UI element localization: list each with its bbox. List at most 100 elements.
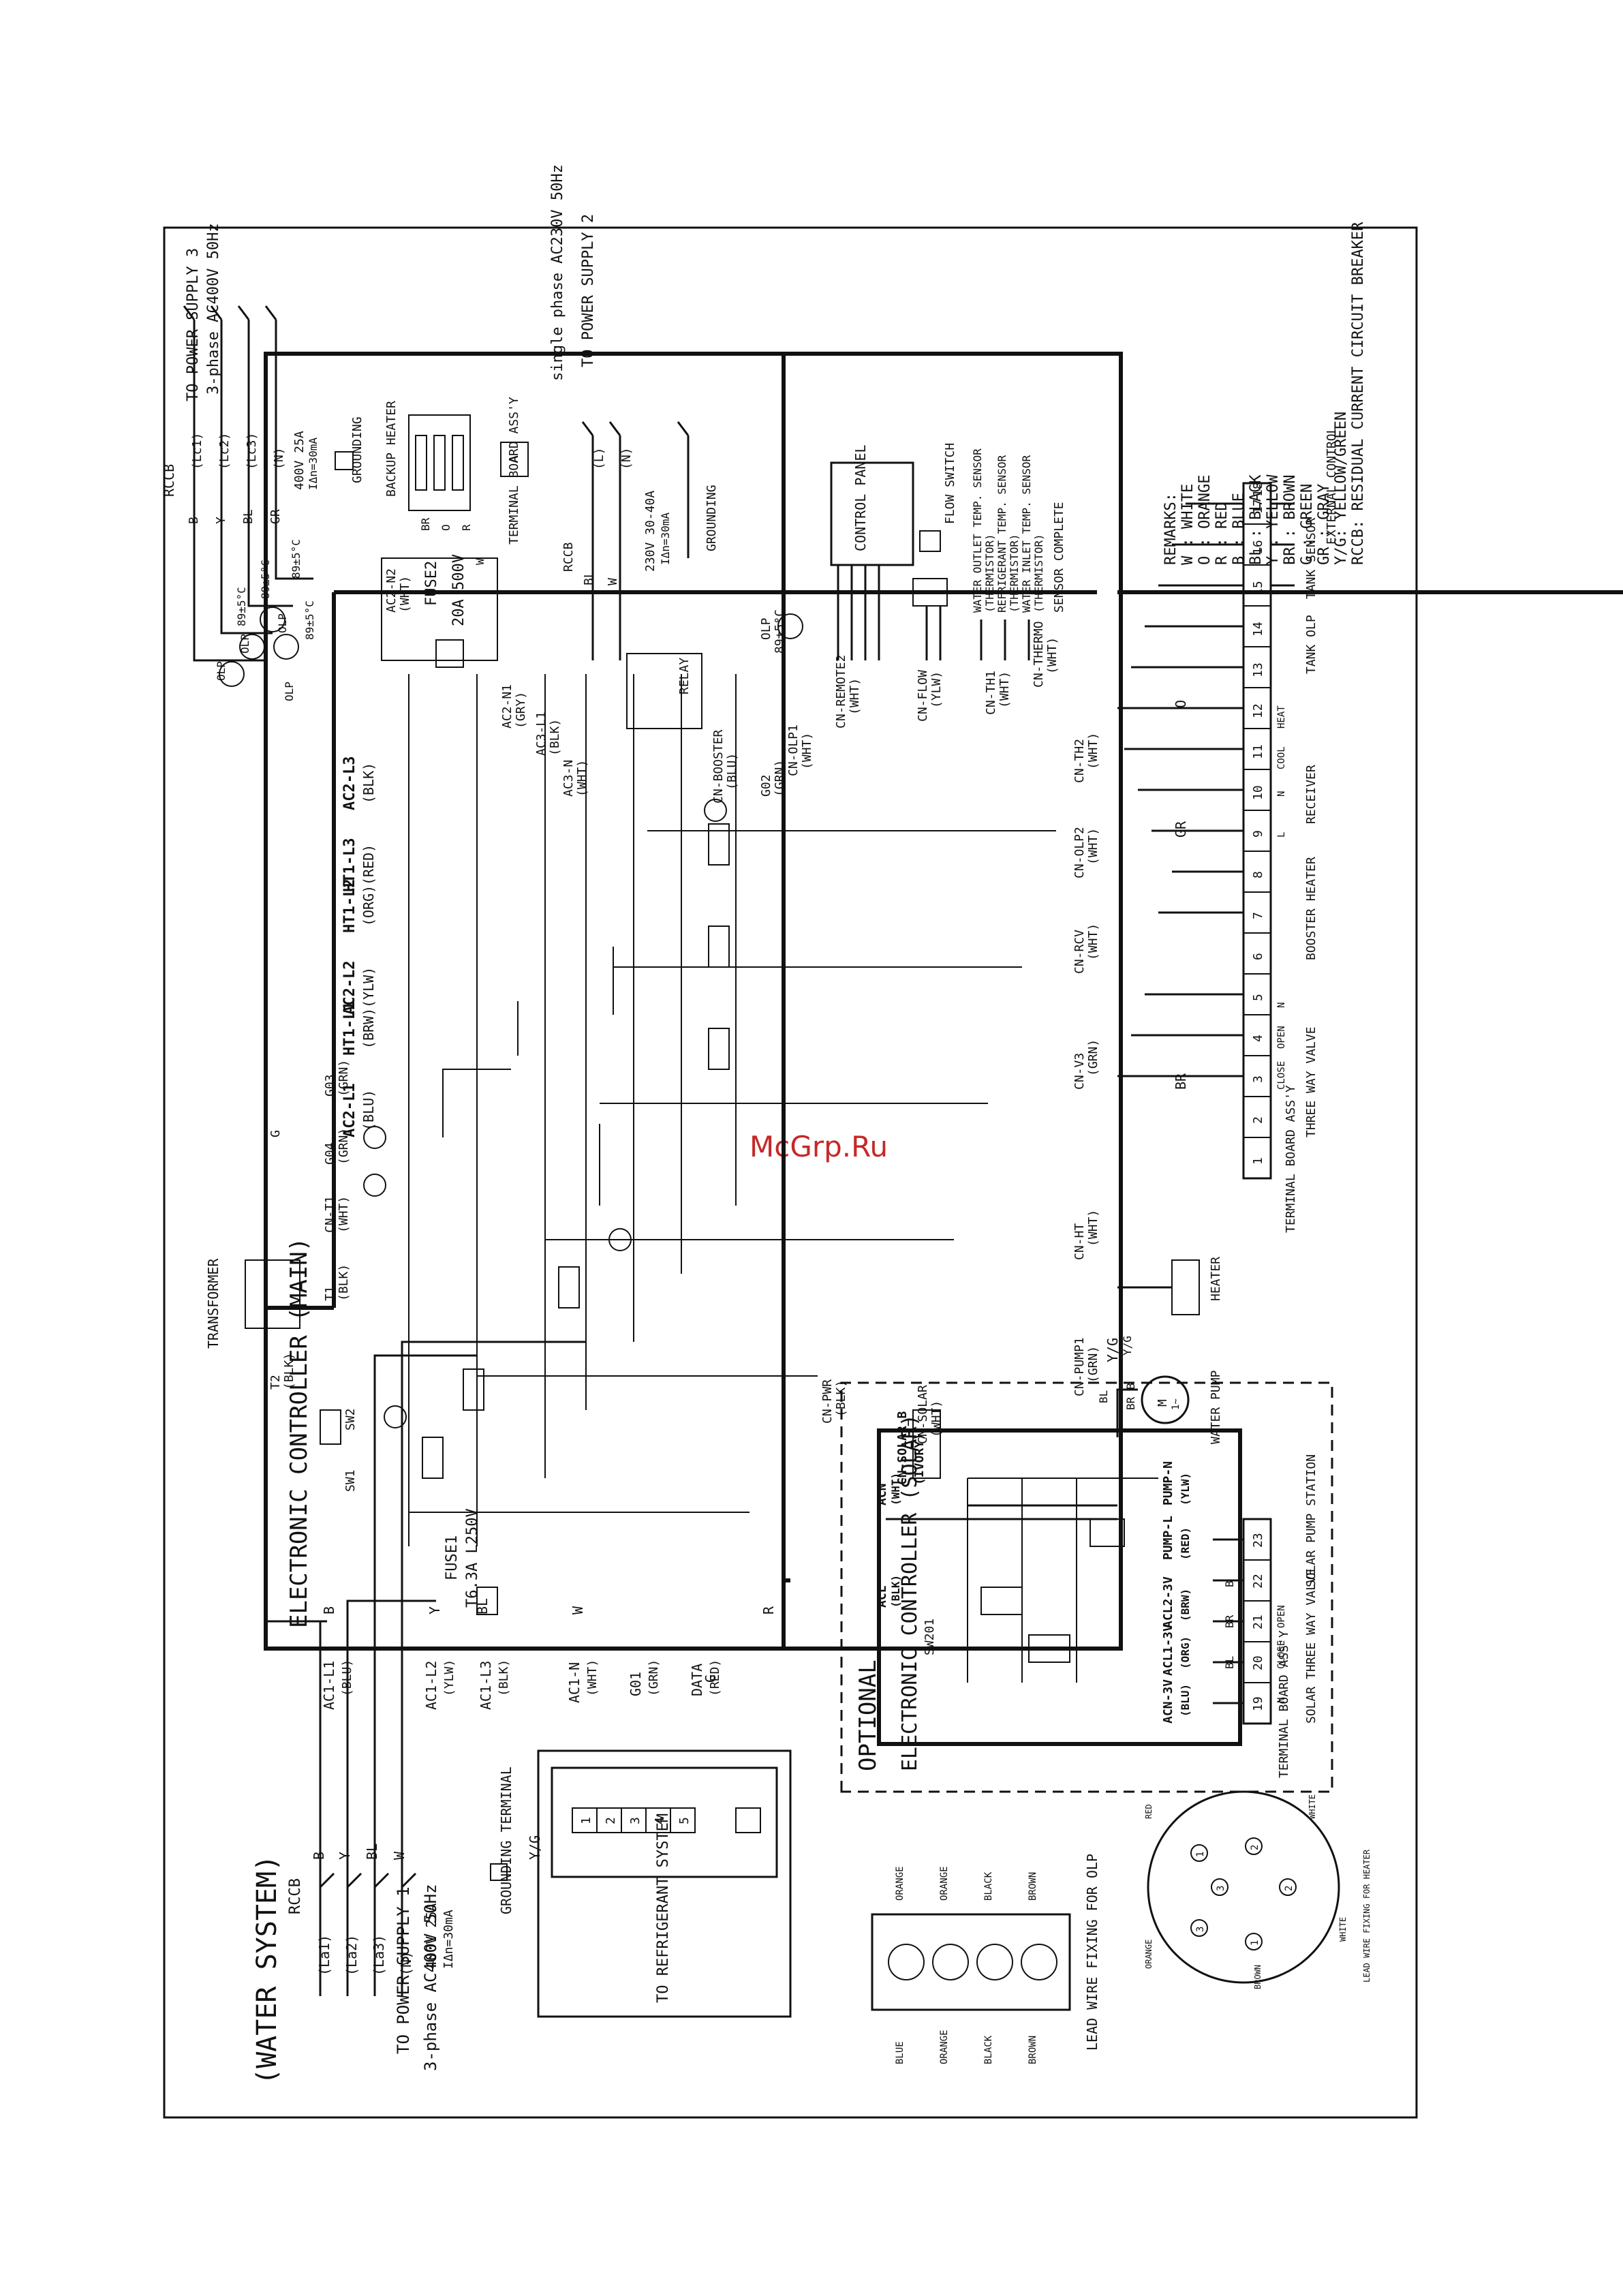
supply1-line-2: (La2) [343, 1935, 360, 1976]
tb-label: TERMINAL BOARD ASS'Y [1284, 1085, 1298, 1233]
conn-ac2-l3-color: (BLK) [360, 763, 377, 803]
left-connectors: AC2-L3 (BLK) HT1-L3 (RED) HT1-L2 (ORG) A… [341, 756, 377, 1137]
flow-switch-label: FLOW SWITCH [943, 443, 957, 524]
heater-fix-label: LEAD WIRE FIXING FOR HEATER [1362, 1849, 1372, 1983]
supply3-line-3: (Lc3) [245, 433, 259, 470]
conn-t1: T1 [323, 1286, 337, 1301]
supply2-spec: single phase AC230V 50Hz [549, 164, 566, 381]
olp-fix-top-2: ORANGE [939, 1866, 950, 1901]
conn-ac1-l3-color: (BLK) [497, 1659, 511, 1696]
ref-term-1: 1 [579, 1817, 593, 1824]
tb-num-1: 1 [1251, 1157, 1265, 1165]
olp-3-temp: 89±5°C [290, 539, 303, 579]
fuse1-name: FUSE1 [444, 1535, 461, 1580]
conn-ac2-n2-color: (WHT) [398, 576, 412, 613]
olp-3: OLP [276, 613, 289, 633]
pump-m: M [1156, 1399, 1170, 1407]
conn-t1-color: (BLK) [337, 1264, 351, 1301]
remark-6: Y : YELLOW [1265, 474, 1282, 565]
tb-num-14: 14 [1251, 622, 1265, 637]
flow-switch: FLOW SWITCH [912, 443, 957, 660]
conn-rcv-color: (WHT) [1086, 923, 1100, 960]
hf-color-3: WHITE [1338, 1917, 1348, 1942]
sensor-2: REFRIGERANT TEMP. SENSOR [995, 455, 1008, 613]
conn-ac2-n2: AC2-N2 [384, 568, 399, 613]
conn-thermo-color: (WHT) [1045, 637, 1060, 674]
tb-num-11: 11 [1251, 744, 1265, 759]
solar-conn-pump-n-color: (YLW) [1179, 1473, 1192, 1505]
bh-wire-2: O [439, 524, 452, 531]
sensor-3: WATER INLET TEMP. SENSOR [1020, 455, 1033, 613]
conn-g01: G01 [628, 1672, 644, 1696]
conn-booster-color: (BLU) [725, 753, 739, 790]
supply2-wire-1: BL [582, 570, 596, 585]
rotated-diagram: (WATER SYSTEM) TO POWER SUPPLY 1 3-phase… [161, 164, 1623, 2085]
remark-1: W : WHITE [1179, 484, 1196, 565]
sensor-1: WATER OUTLET TEMP. SENSOR [971, 448, 984, 613]
power-supply-2: TO POWER SUPPLY 2 single phase AC230V 50… [549, 164, 719, 660]
conn-olp2: CN-OLP2 [1072, 827, 1087, 878]
conn-th2: CN-TH2 [1072, 739, 1087, 783]
supply1-line-3: (La3) [371, 1935, 387, 1976]
ref-term-2: 2 [604, 1817, 618, 1824]
remarks-title: REMARKS: [1162, 493, 1179, 565]
solar-conn-acn: ACN [875, 1483, 889, 1505]
olp-set: OLP 89±5°C OLP 89±5°C OLP 89±5°C OLP 89±… [215, 539, 316, 701]
conn-ac2-l3: AC2-L3 [341, 756, 358, 810]
supply3-ground: GROUNDING [350, 416, 365, 483]
conn-ac1-l2: AC1-L2 [423, 1661, 439, 1710]
bh-wire-3: R [460, 524, 473, 531]
olp-4-temp: 89±5°C [303, 600, 316, 640]
misc-o: O [1173, 700, 1189, 708]
conn-th1: CN-TH1 [984, 671, 998, 715]
hf-color-1: RED [1144, 1804, 1154, 1819]
tb-num-10: 10 [1251, 785, 1265, 800]
tb-sub-6: COOL [1276, 746, 1287, 769]
tb-num-18: 18 [1251, 482, 1265, 497]
misc-b: B [321, 1606, 337, 1614]
supply3-line-1: (Lc1) [190, 433, 204, 470]
remark-4: B : BLUE [1231, 493, 1248, 565]
conn-pump1: CN-PUMP1 [1072, 1337, 1087, 1396]
conn-pump1-color: (GRN) [1086, 1346, 1100, 1383]
conn-ac2-l1-color: (BLU) [360, 1090, 377, 1131]
supply1-ground: GROUNDING TERMINAL [498, 1766, 514, 1914]
backup-heater: BACKUP HEATER TERMINAL BOARD ASS'Y A BR … [215, 397, 529, 701]
power-supply-1: TO POWER SUPPLY 1 3-phase AC400V 50Hz RC… [287, 1341, 543, 2071]
tb-num-7: 7 [1251, 912, 1265, 919]
hf-color-5: BROWN [1253, 1965, 1263, 1989]
hf-num-3: 3 [1195, 1927, 1206, 1932]
heater-fixing: 1 2 3 1 2 3 LEAD WIRE FIXING FOR HEATER … [1144, 1790, 1372, 1989]
supply2-line-2: (N) [619, 447, 634, 470]
tb-num-6: 6 [1251, 953, 1265, 960]
supply2-rating2: IΔn=30mA [659, 512, 672, 565]
misc-y: Y [427, 1606, 443, 1614]
supply2-line-1: (L) [592, 447, 606, 470]
supply2-wire-2: W [606, 578, 620, 585]
misc-r: R [760, 1606, 777, 1614]
sensor-complete: WATER OUTLET TEMP. SENSOR (THERMISTOR) R… [971, 448, 1066, 660]
tb-sub-1: CLOSE [1276, 1061, 1287, 1090]
supply1-yg: Y/G [527, 1835, 543, 1860]
supply1-label: TO POWER SUPPLY 1 [394, 1886, 413, 2054]
backup-heater-a: A [507, 455, 521, 463]
solar-conn-acl2: ACL2-3V [1161, 1576, 1175, 1628]
olp-fix-bot-1: BLUE [895, 2041, 906, 2064]
tb-num-3: 3 [1251, 1075, 1265, 1083]
tb-group-3: RECEIVER [1304, 765, 1318, 824]
olp-1: OLP [215, 661, 228, 681]
solar-sub-2: CLOSE [1276, 1640, 1287, 1669]
remark-7: BR : BROWN [1282, 475, 1299, 565]
conn-data-color: (RED) [708, 1659, 722, 1696]
supply3-line-2: (Lc2) [217, 433, 232, 470]
hf-num-1: 1 [1195, 1852, 1206, 1857]
olp-fix-bot-4: BROWN [1027, 2036, 1038, 2064]
supply1-wire-3: BL [364, 1843, 380, 1860]
conn-v3: CN-V3 [1072, 1053, 1087, 1090]
tb-num-17: 17 [1251, 499, 1265, 514]
refrigerant-terminal: TO REFRIGERANT SYSTEM 1 2 3 4 5 [537, 1749, 792, 2018]
conn-ht1-l1-color: (BRW) [360, 1008, 377, 1049]
pump-wire-1: Y/G [1121, 1336, 1134, 1356]
conn-ac3-l1-color: (BLK) [548, 719, 562, 756]
supply3-rating2: IΔn=30mA [307, 438, 320, 490]
